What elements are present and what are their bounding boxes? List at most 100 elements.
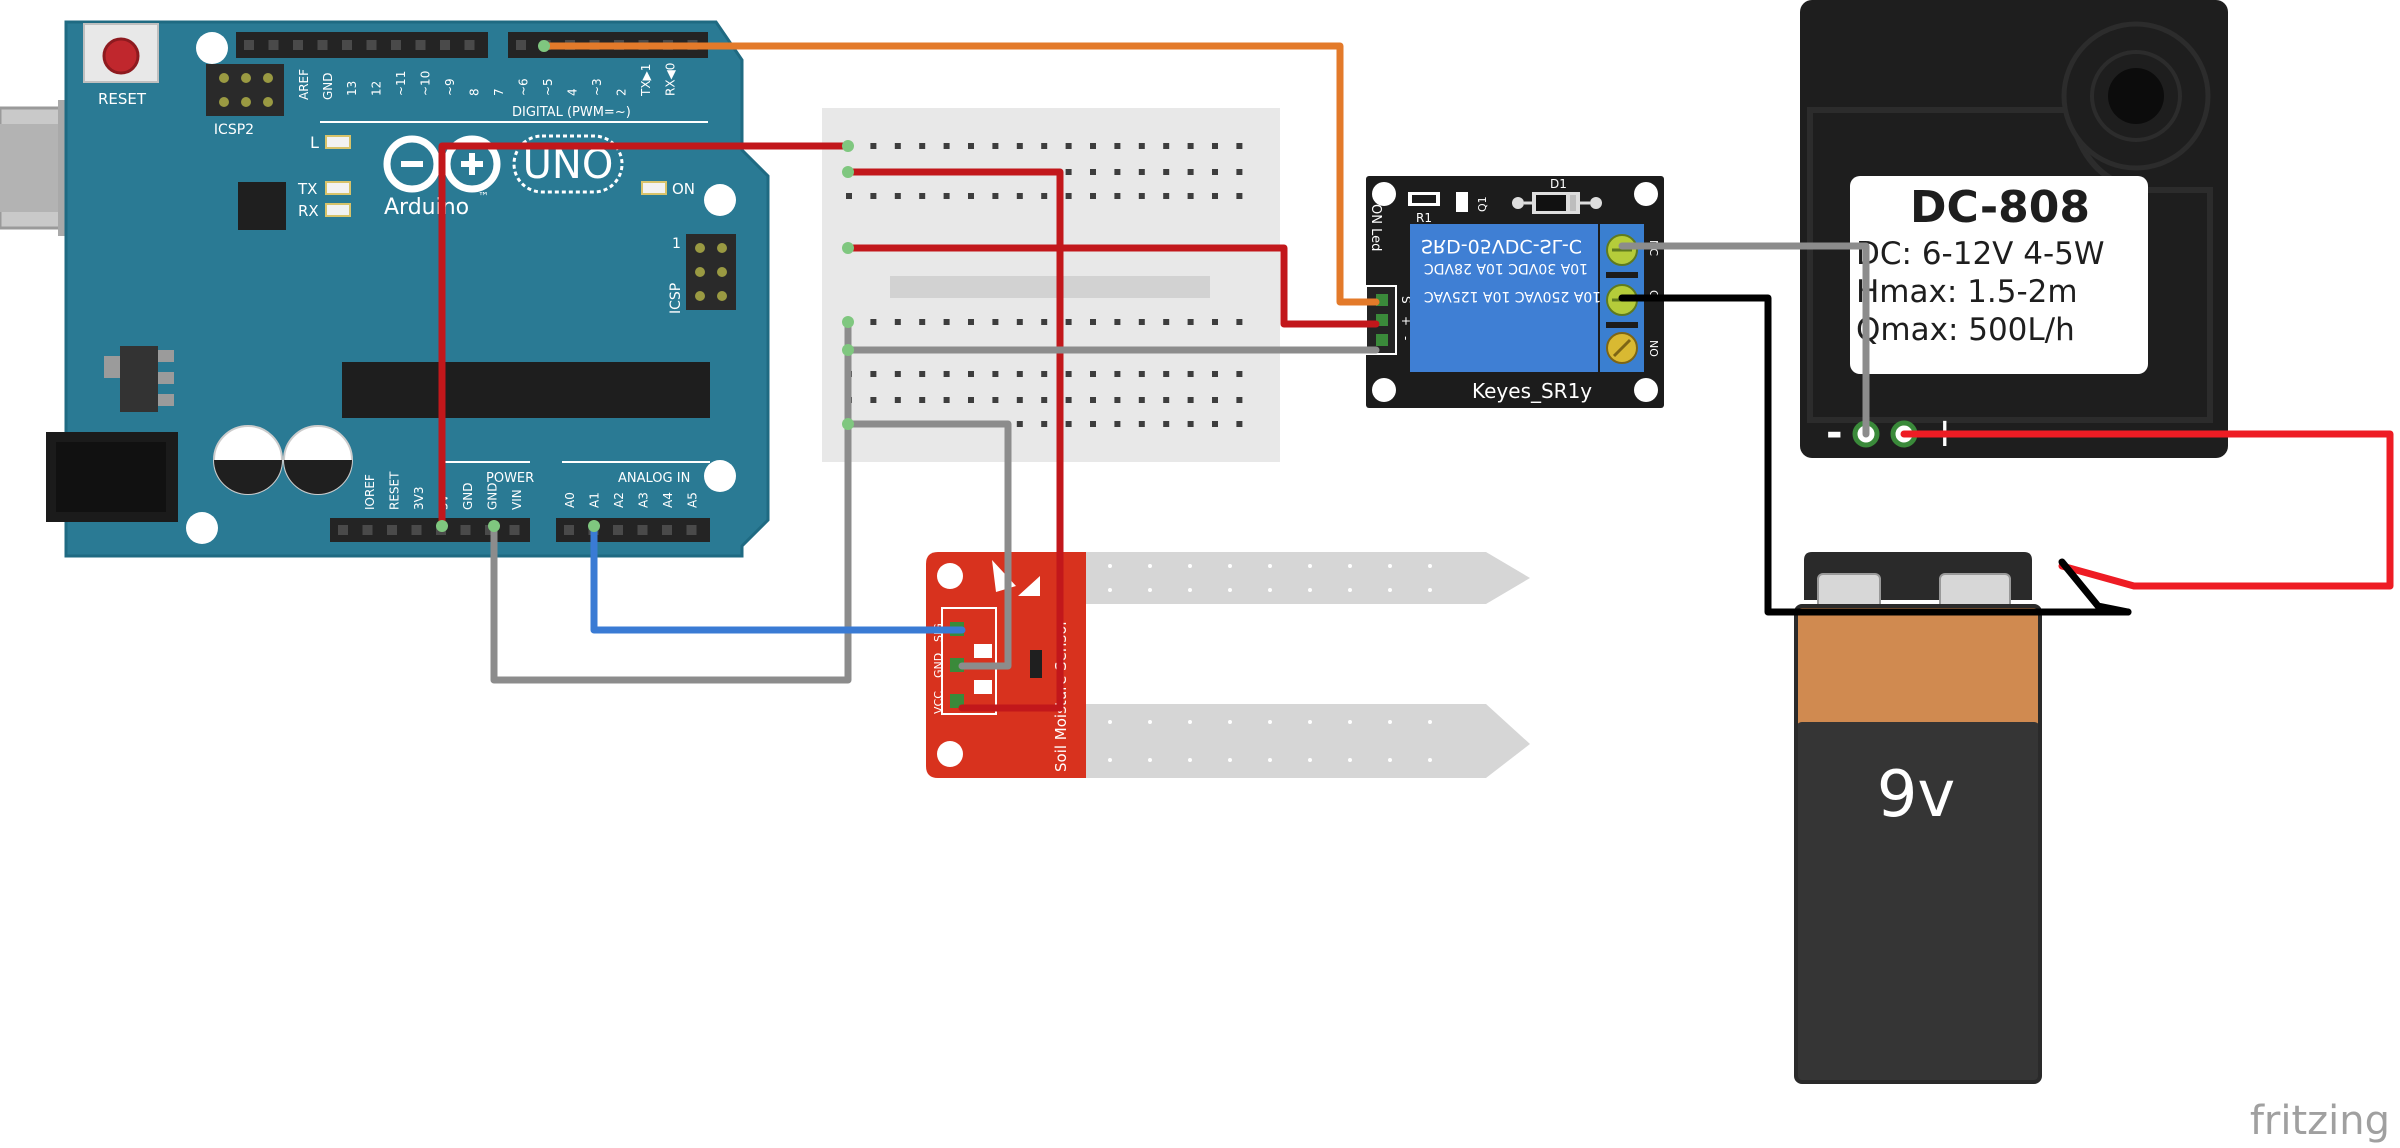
header-socket [342,40,352,50]
breadboard-hole [1187,421,1194,427]
breadboard-hole [894,371,901,377]
probe-dot [1108,588,1112,592]
breadboard-hole [1016,193,1023,199]
pin-label: A3 [637,492,651,508]
breadboard-hole [1041,193,1048,199]
breadboard-hole [1090,371,1096,377]
breadboard-hole [1236,371,1243,377]
probe-dot [1388,720,1392,724]
relay-pin-s-label: S [1399,296,1413,304]
pin-label: ~3 [590,78,604,96]
capacitor [213,425,283,495]
terminal-divider [1606,272,1638,278]
breadboard-hole [1041,143,1048,149]
breadboard-hole [1065,421,1072,427]
breadboard-hole [1041,371,1048,377]
breadboard-hole [968,397,974,403]
icsp-pin1-label: 1 [672,236,681,252]
breadboard-hole [919,397,926,403]
probe-dot [1348,564,1352,568]
header-socket [464,40,475,50]
header-socket [460,525,471,535]
sensor-pin-vcc-label: VCC [932,691,945,714]
battery-label: 9v [1877,758,1956,832]
probe-dot [1148,588,1152,592]
breadboard-hole [870,319,877,325]
probe-dot [1268,758,1272,762]
breadboard-hole [1212,371,1218,377]
breadboard-hole [992,319,999,325]
breadboard-hole [1114,397,1121,403]
breadboard-hole [1163,143,1170,149]
reset-button [83,23,159,83]
probe-dots [1108,564,1432,762]
breadboard-hole [870,371,877,377]
probe-dot [1108,758,1112,762]
pin-label: GND [486,482,500,510]
breadboard-hole [1090,421,1096,427]
probe-dot [1228,720,1232,724]
breadboard-hole [1016,319,1023,325]
icsp-header [686,234,736,310]
arduino-brand: Arduino [384,195,469,220]
breadboard-hole [1114,319,1121,325]
header-socket [362,525,373,535]
uno-label: UNO [523,142,614,188]
header-socket [366,40,377,50]
relay-q1 [1456,192,1468,212]
breadboard-hole [1090,143,1096,149]
breadboard-hole [1187,397,1194,403]
mounting-hole [196,32,228,64]
pin-label: 13 [345,81,359,96]
digital-label: DIGITAL (PWM=~) [512,105,631,120]
breadboard-hole [1236,193,1243,199]
breadboard-hole [870,143,877,149]
breadboard-hole [1212,319,1218,325]
breadboard-hole [1114,193,1121,199]
pin-label: 7 [492,88,506,96]
header-socket [516,40,526,50]
breadboard [822,108,1280,462]
probe-dot [1108,564,1112,568]
probe-dot [1348,758,1352,762]
header-socket [391,40,401,50]
relay-pin-minus-label: - [1399,336,1413,340]
probe-dot [1308,720,1312,724]
breadboard-hole [1212,143,1218,149]
breadboard-hole [1114,371,1121,377]
relay-d1-label: D1 [1550,177,1567,191]
icsp2-header [206,64,284,116]
relay-rating-1: 10A 30VDC 10A 28VDC [1424,260,1588,276]
sensor-pad [974,680,992,694]
pin-label: VIN [510,489,524,510]
terminal-screw-no [1606,332,1638,364]
battery-cap [1804,552,2032,574]
probe-dot [1308,758,1312,762]
pin-label: RX◀0 [664,63,678,96]
probe-dot [1428,588,1432,592]
relay-diode [1512,192,1602,214]
pin-label: ~10 [419,71,433,96]
arduino-trademark: ™ [478,190,489,203]
breadboard-hole [1041,397,1048,403]
relay-block [1410,224,1598,372]
pin-label: A2 [612,492,626,508]
pin-label: ~6 [517,78,531,96]
on-led-label: ON [672,180,695,198]
breadboard-hole [1090,169,1096,175]
breadboard-hole [1187,319,1194,325]
probe-dot [1188,564,1192,568]
probe-dot [1388,564,1392,568]
breadboard-hole [1114,143,1121,149]
probe-dot [1388,588,1392,592]
breadboard-hole [1212,397,1218,403]
pin-label: 3V3 [412,487,426,510]
breadboard-hole [1016,397,1023,403]
relay-name: Keyes_SR1y [1472,379,1592,403]
breadboard-hole [968,319,974,325]
pin-label: ~5 [541,78,555,96]
header-socket [564,525,574,535]
